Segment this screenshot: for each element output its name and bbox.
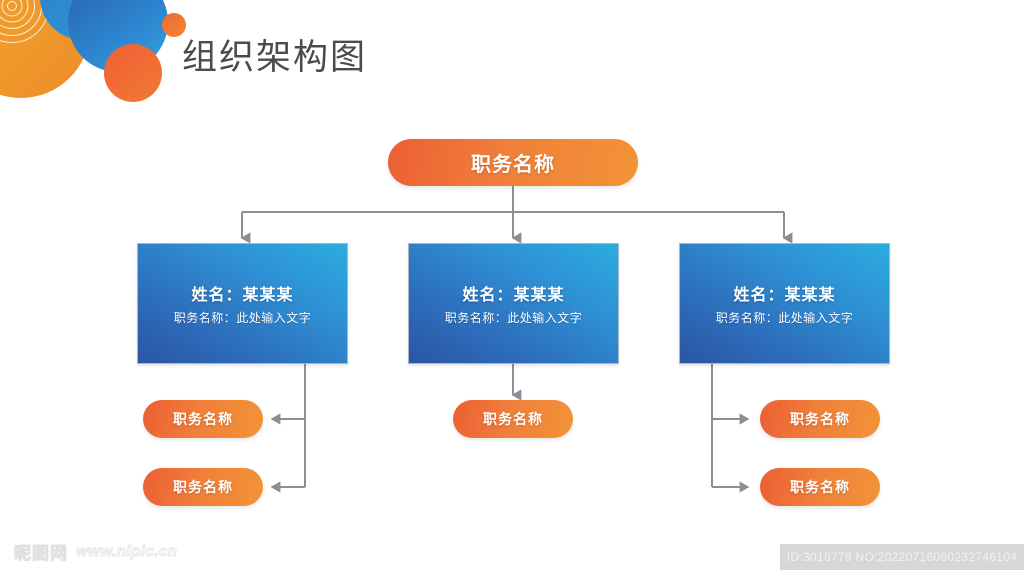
org-leaf-right-1[interactable]: 职务名称 — [760, 400, 880, 438]
image-id-badge: ID:3018779 NO:20220716080232746104 — [780, 544, 1024, 570]
watermark-logo: 昵图网 — [14, 544, 68, 565]
manager-role: 职务名称：此处输入文字 — [715, 311, 854, 325]
watermark: 昵图网 www.nipic.cn — [14, 539, 178, 565]
org-leaf-left-2[interactable]: 职务名称 — [143, 468, 263, 506]
org-manager-box-1[interactable]: 姓名：某某某 职务名称：此处输入文字 — [137, 243, 348, 364]
manager-role: 职务名称：此处输入文字 — [444, 311, 583, 325]
page-title: 组织架构图 — [182, 38, 368, 78]
org-leaf-right-2[interactable]: 职务名称 — [760, 468, 880, 506]
orange-red-circle-icon — [104, 44, 162, 102]
watermark-url: www.nipic.cn — [75, 543, 178, 561]
manager-name: 姓名：某某某 — [733, 287, 836, 304]
org-leaf-middle-1[interactable]: 职务名称 — [453, 400, 573, 438]
org-manager-box-3[interactable]: 姓名：某某某 职务名称：此处输入文字 — [679, 243, 890, 364]
org-root-node[interactable]: 职务名称 — [388, 139, 638, 186]
org-leaf-left-1[interactable]: 职务名称 — [143, 400, 263, 438]
manager-name: 姓名：某某某 — [462, 287, 565, 304]
org-manager-box-2[interactable]: 姓名：某某某 职务名称：此处输入文字 — [408, 243, 619, 364]
manager-name: 姓名：某某某 — [191, 287, 294, 304]
manager-role: 职务名称：此处输入文字 — [173, 311, 312, 325]
orange-dot-circle-icon — [162, 13, 186, 37]
